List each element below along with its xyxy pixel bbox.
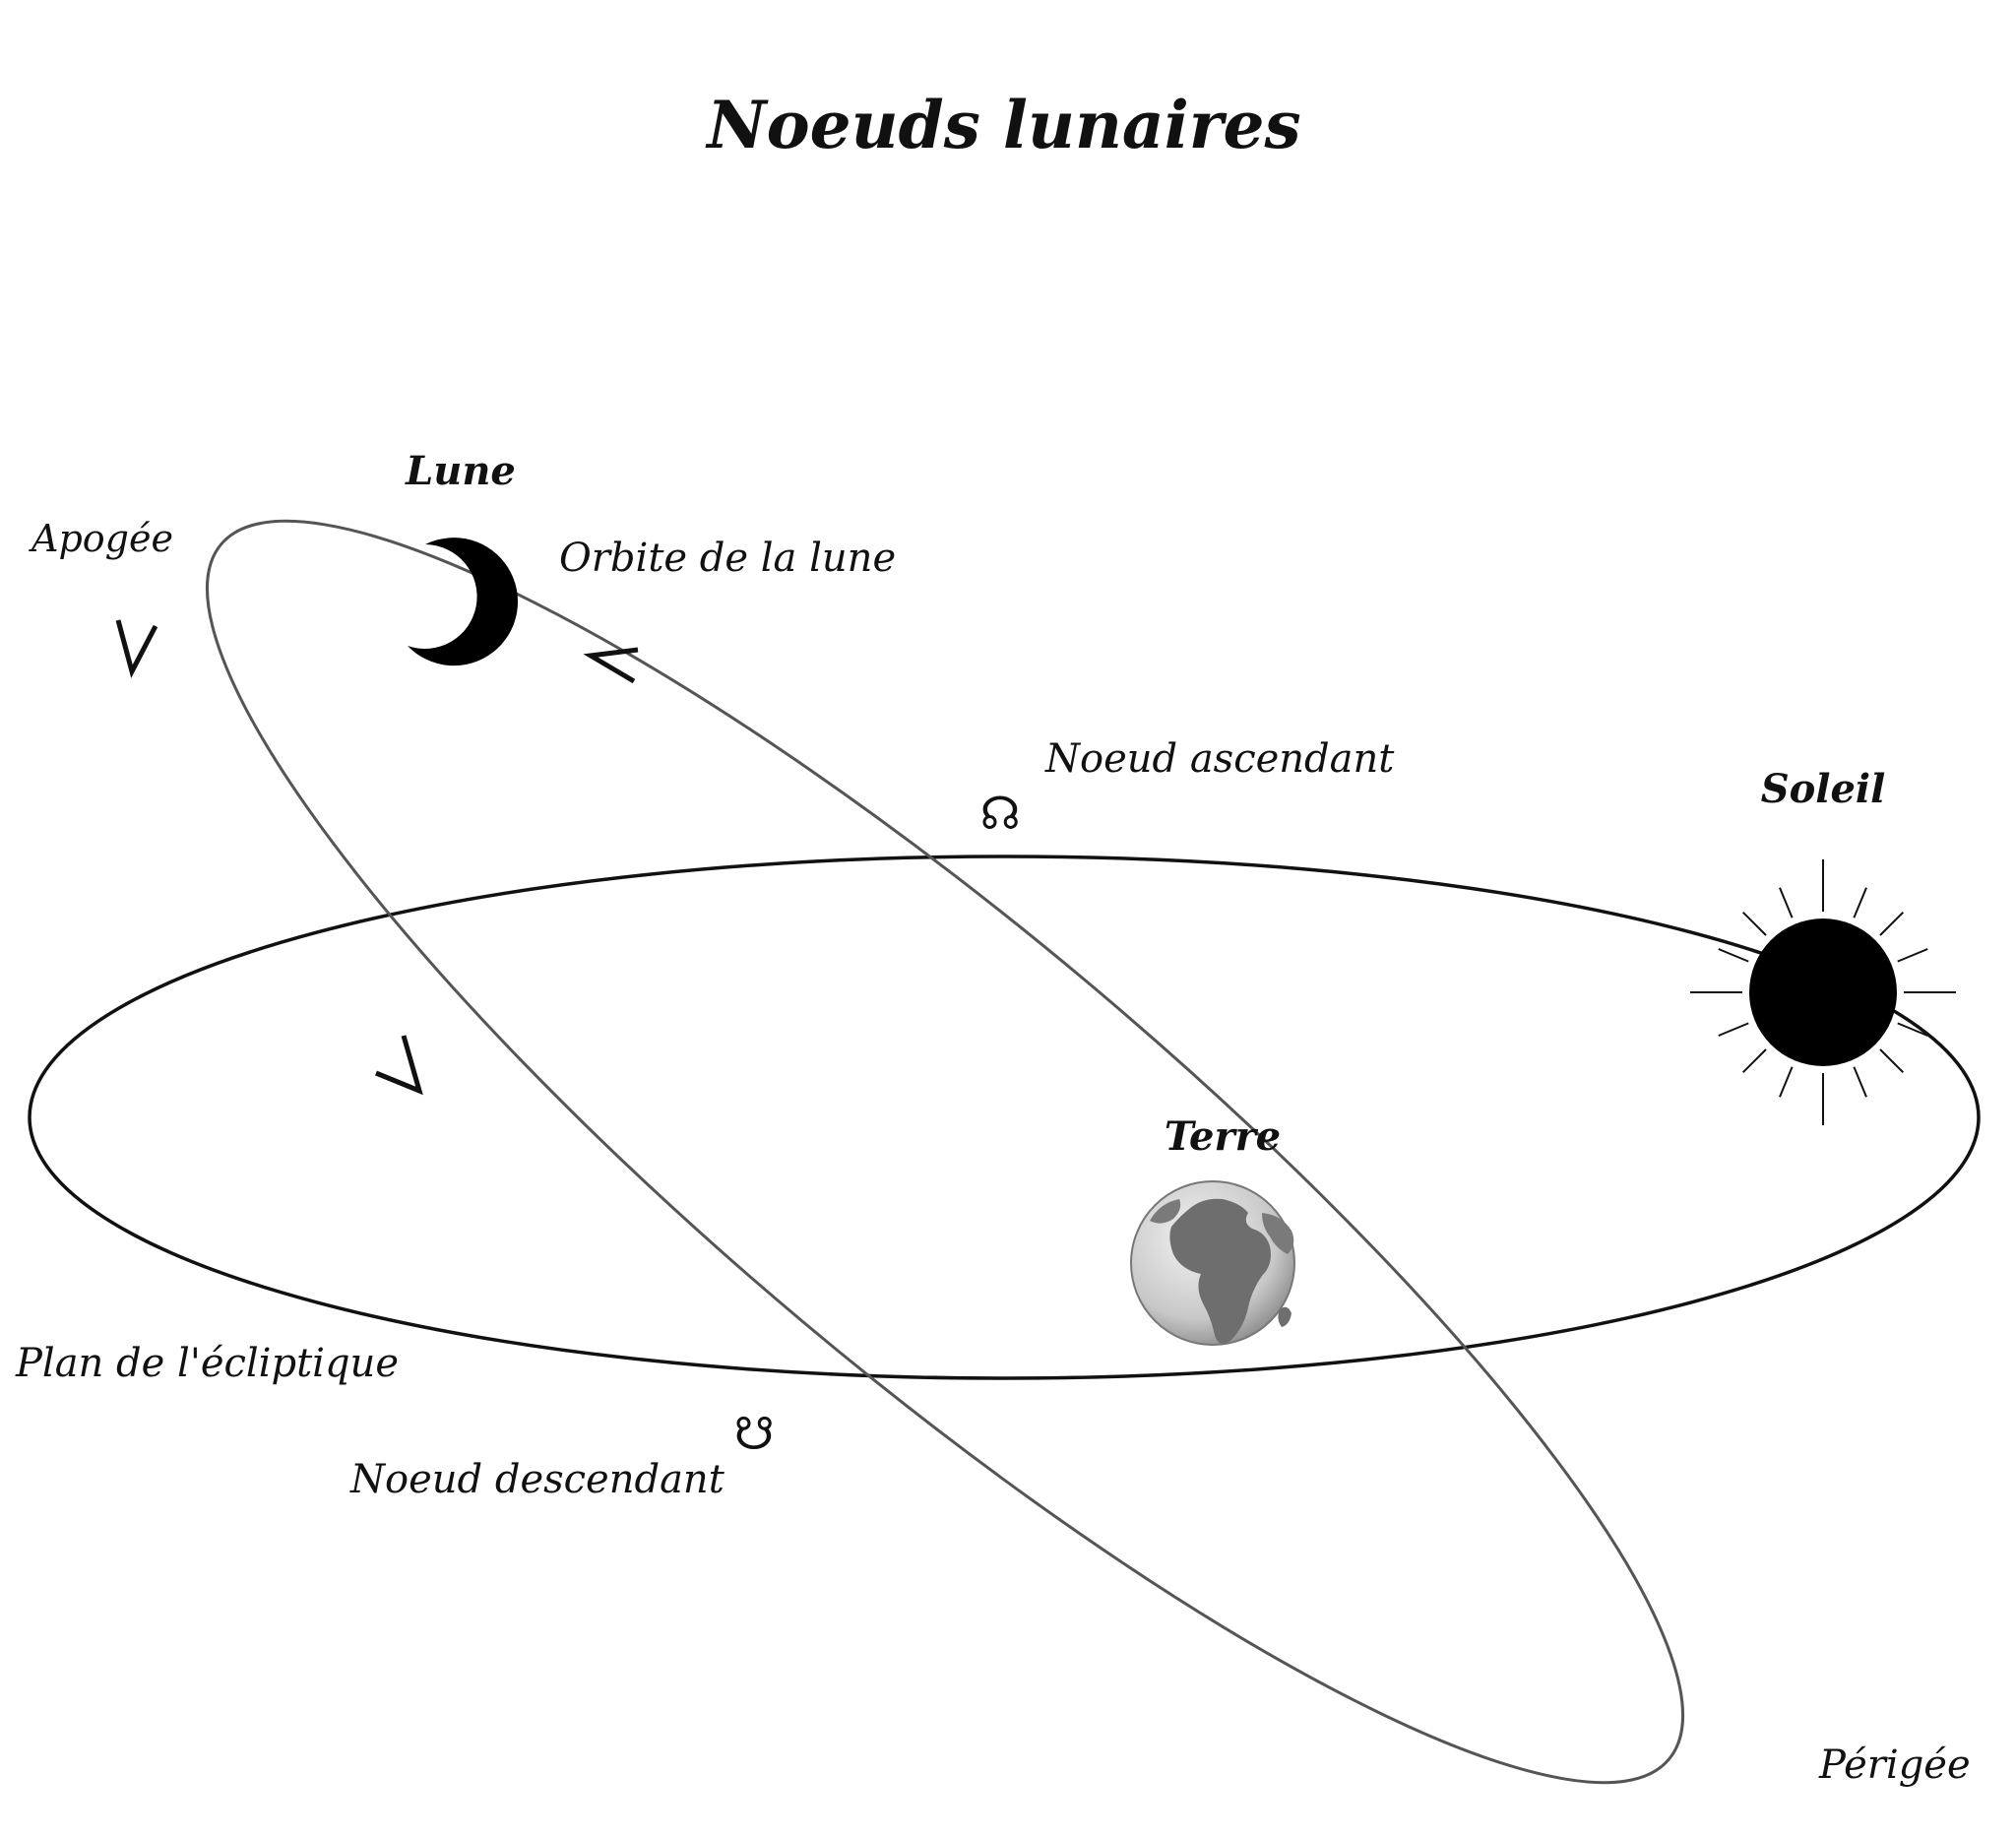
moon-orbit-ellipse (206, 519, 1684, 1785)
sun-ray (1718, 1022, 1749, 1037)
ascending-node-label: Noeud ascendant (1044, 736, 1395, 782)
ecliptic-plane-label: Plan de l'écliptique (15, 1341, 399, 1386)
sun-ray (1779, 887, 1794, 918)
earth-label: Terre (1165, 1113, 1281, 1160)
sun-ray (1853, 1066, 1867, 1098)
sun-ray (1741, 911, 1767, 936)
sun-ray (1897, 1022, 1928, 1037)
sun-ray (1879, 911, 1905, 936)
sun-ray (1897, 948, 1928, 963)
ecliptic-plane-ellipse (28, 855, 1981, 1380)
moon-label: Lune (405, 448, 516, 494)
descending-node-label: Noeud descendant (349, 1457, 725, 1502)
orbit-direction-arrow-lower (375, 1035, 423, 1096)
sun-ray (1741, 1048, 1767, 1074)
orbit-direction-arrow-top (583, 647, 639, 684)
sun-ray (1779, 1066, 1794, 1098)
page-title: Noeuds lunaires (705, 87, 1300, 163)
sun-ray (1879, 1048, 1905, 1074)
apogee-label: Apogée (29, 517, 173, 560)
moon-orbit-label: Orbite de la lune (559, 536, 896, 581)
sun-ray (1853, 887, 1867, 918)
descending-node-symbol-icon: ☋ (734, 1407, 775, 1460)
perigee-label: Périgée (1818, 1742, 1971, 1788)
sun-icon (1690, 859, 1956, 1125)
sun-ray (1718, 948, 1749, 963)
ascending-node-symbol-icon: ☊ (980, 787, 1021, 840)
sun-label: Soleil (1761, 766, 1886, 812)
earth-icon (1130, 1180, 1295, 1346)
orbit-direction-arrow-left (115, 619, 158, 678)
moon-crescent-icon (408, 538, 519, 666)
